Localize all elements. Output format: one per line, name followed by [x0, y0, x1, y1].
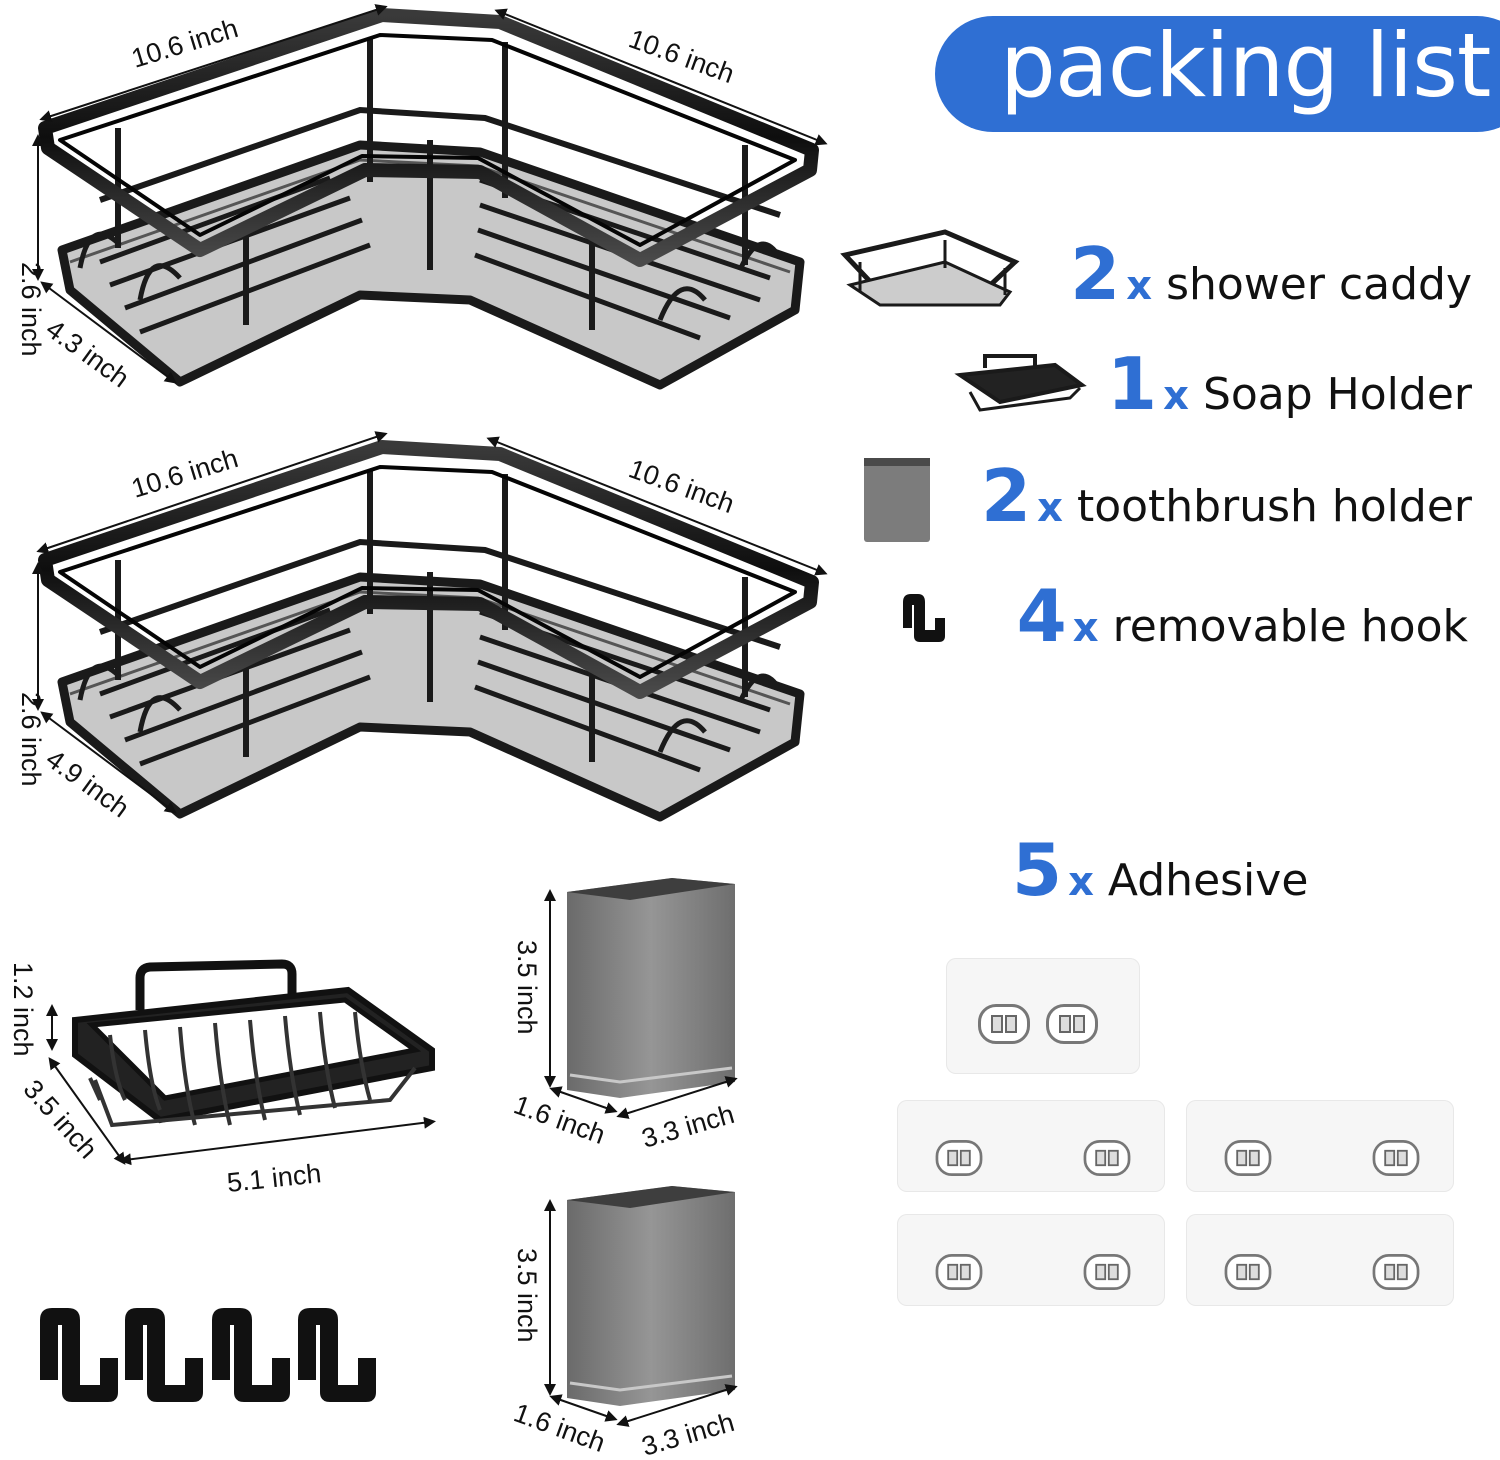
packing-item-qty: 1: [1107, 342, 1158, 426]
adhesive-clip-icon: [935, 1254, 983, 1290]
packing-item-times: x: [1163, 373, 1189, 419]
packing-item-times: x: [1126, 263, 1153, 309]
packing-list-title: packing list: [1000, 14, 1491, 117]
packing-item-name: Adhesive: [1107, 855, 1309, 906]
packing-item-times: x: [1037, 485, 1063, 531]
packing-item-name: toothbrush holder: [1076, 481, 1472, 532]
packing-list-banner: [935, 16, 1500, 132]
packing-item-times: x: [1068, 859, 1094, 905]
packing-item-name: Soap Holder: [1202, 369, 1472, 420]
soap-holder-drawing: [72, 959, 435, 1128]
packing-item-shower-caddy: 2 x shower caddy: [1070, 232, 1472, 316]
adhesive-clip-icon: [1046, 1004, 1098, 1044]
shower-caddy-icon: [840, 229, 1020, 307]
packing-item-name: shower caddy: [1166, 259, 1472, 310]
packing-item-toothbrush-holder: 2 x toothbrush holder: [981, 454, 1472, 538]
adhesive-pad-icon: [897, 1100, 1165, 1192]
adhesive-pad-icon: [897, 1214, 1165, 1306]
packing-item-times: x: [1072, 605, 1099, 651]
packing-item-qty: 2: [981, 454, 1032, 538]
adhesive-clip-icon: [1083, 1140, 1131, 1176]
adhesive-clip-icon: [1372, 1254, 1420, 1290]
adhesive-clip-icon: [935, 1140, 983, 1176]
adhesive-pad-icon: [1186, 1100, 1454, 1192]
hook-icon: [903, 594, 945, 642]
shower-caddy-top-drawing: [45, 15, 812, 385]
packing-item-qty: 4: [1016, 574, 1067, 658]
toothbrush-holder-icon: [864, 458, 930, 542]
packing-item-soap-holder: 1 x Soap Holder: [1107, 342, 1472, 426]
toothbrush-holder-bottom-drawing: [567, 1186, 735, 1406]
shower-caddy-bottom-drawing: [45, 447, 812, 817]
toothbrush-holder-top-drawing: [567, 878, 735, 1098]
removable-hooks-drawing: [40, 1308, 376, 1402]
adhesive-pad-icon: [946, 958, 1140, 1074]
adhesive-clip-icon: [978, 1004, 1030, 1044]
adhesive-clip-icon: [1224, 1254, 1272, 1290]
packing-item-removable-hook: 4 x removable hook: [1017, 574, 1468, 658]
adhesive-clip-icon: [1224, 1140, 1272, 1176]
packing-item-qty: 5: [1012, 828, 1063, 912]
packing-item-name: removable hook: [1112, 601, 1468, 652]
adhesive-pad-icon: [1186, 1214, 1454, 1306]
packing-item-qty: 2: [1070, 232, 1121, 316]
adhesive-clip-icon: [1083, 1254, 1131, 1290]
packing-item-adhesive: 5 x Adhesive: [1012, 828, 1308, 912]
adhesive-clip-icon: [1372, 1140, 1420, 1176]
soap-holder-icon: [954, 354, 1087, 412]
